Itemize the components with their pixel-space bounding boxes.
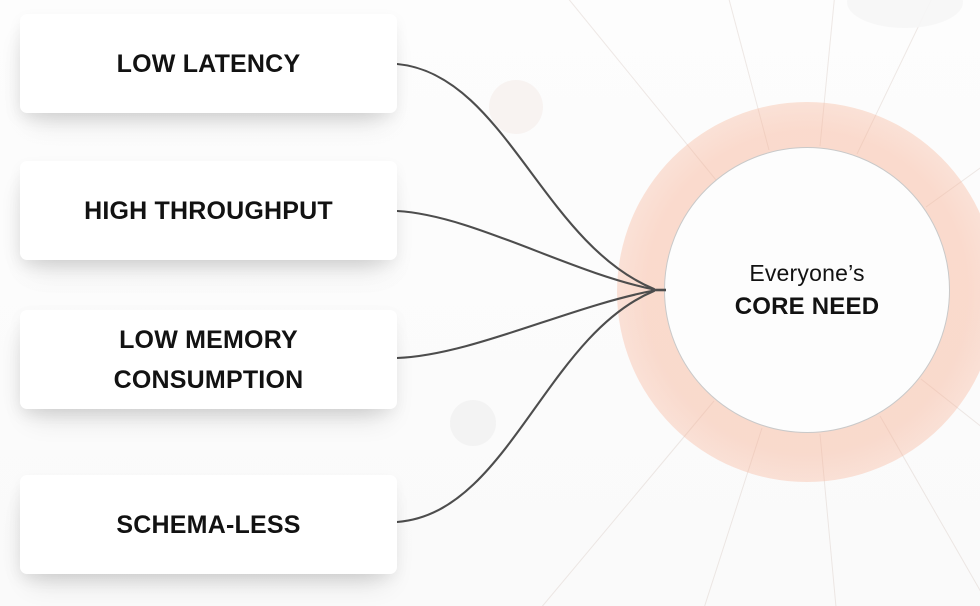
node-label: HIGH THROUGHPUT — [84, 196, 333, 225]
soft-blob-decoration — [847, 0, 963, 28]
connector-low-memory-consumption — [395, 289, 656, 360]
connector-schema-less — [395, 289, 656, 524]
connector-high-throughput — [395, 209, 656, 291]
node-low-memory-consumption: LOW MEMORY CONSUMPTION — [20, 310, 397, 409]
node-low-latency: LOW LATENCY — [20, 14, 397, 113]
connector-low-latency — [395, 62, 656, 291]
node-label: LOW LATENCY — [116, 49, 301, 78]
center-circle-title: CORE NEED — [734, 293, 880, 320]
soft-blob-decoration — [489, 80, 543, 134]
node-label: SCHEMA-LESS — [116, 510, 301, 539]
node-schema-less: SCHEMA-LESS — [20, 475, 397, 574]
node-label: LOW MEMORY CONSUMPTION — [113, 325, 304, 394]
soft-blob-decoration — [450, 400, 496, 446]
node-high-throughput: HIGH THROUGHPUT — [20, 161, 397, 260]
center-circle-node: Everyone’s CORE NEED — [664, 147, 950, 433]
center-circle-subtitle: Everyone’s — [749, 260, 865, 286]
radial-spokes-decoration — [541, 0, 980, 606]
